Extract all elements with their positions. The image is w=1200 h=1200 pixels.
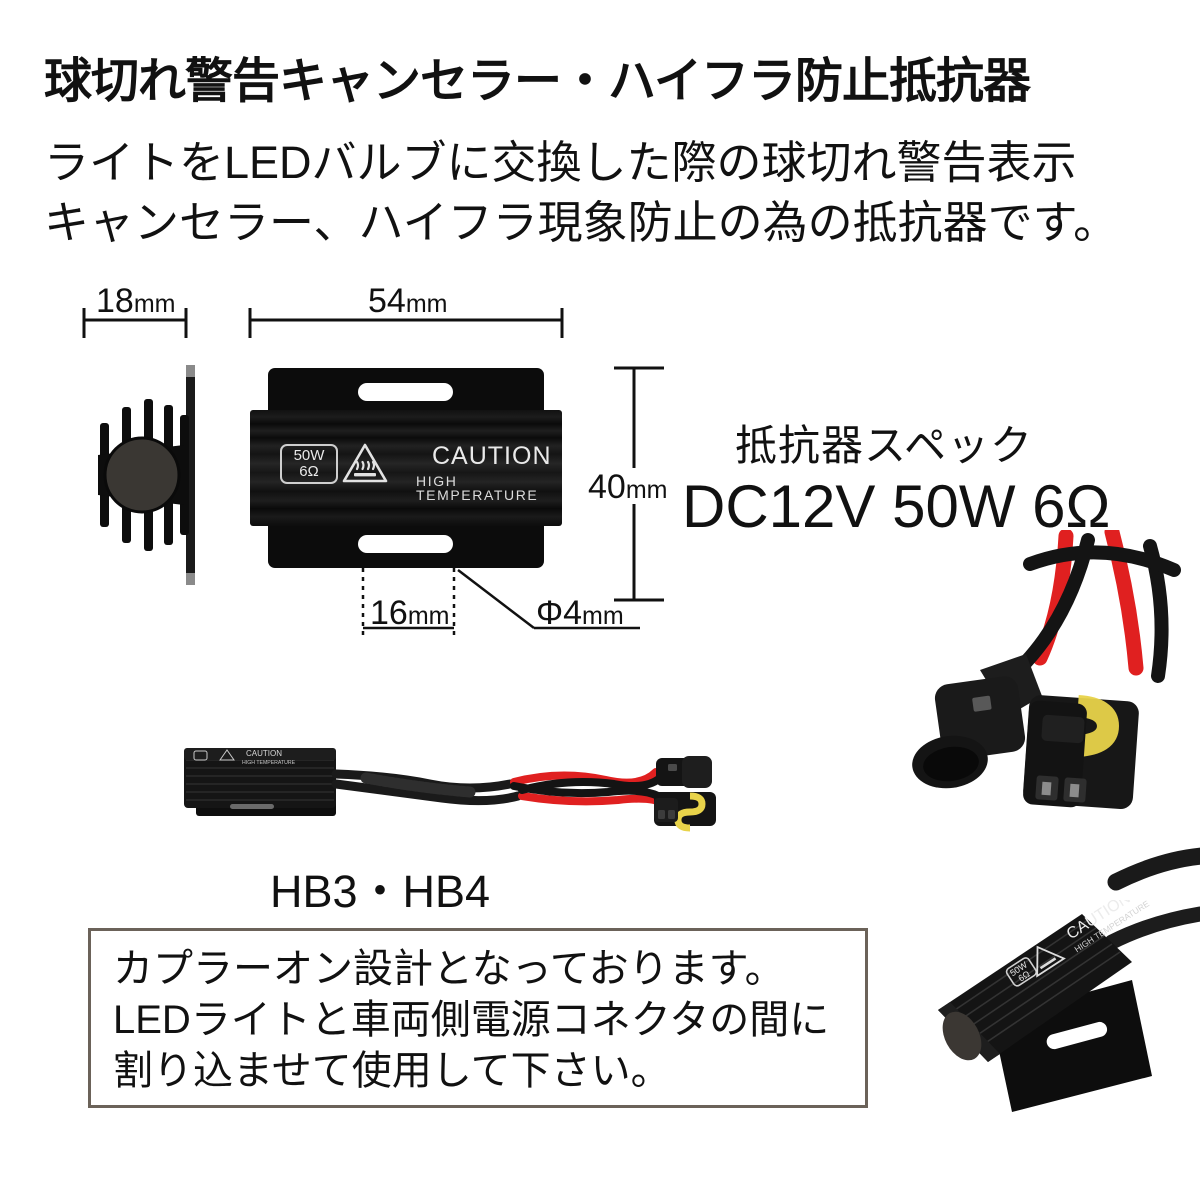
dimension-16mm-label: 16mm [370,594,449,632]
dimension-diagram: 18mm 54mm 40mm 16mm Φ4mm [82,282,667,640]
subtitle-line-1: ライトをLEDバルブに交換した際の球切れ警告表示 [44,137,1077,188]
note-line-1: カプラーオン設計となっております。 [113,947,785,991]
harness-resistor-module: CAUTION HIGH TEMPERATURE [184,748,336,816]
harness-photo: CAUTION HIGH TEMPERATURE [184,748,716,832]
power-rating-badge: 50W 6Ω [280,444,338,484]
dimension-54mm [248,308,564,338]
connector-closeup-photo [912,530,1200,891]
female-connector [1023,695,1139,809]
spec-value: DC12V 50W 6Ω [682,473,1111,540]
dimension-40mm [614,366,664,602]
harness-male-connector [656,756,712,788]
fitment-label: HB3・HB4 [269,866,491,917]
svg-text:HIGH TEMPERATURE: HIGH TEMPERATURE [242,760,296,766]
dimension-hole-leader [457,569,640,630]
resistor-side-view [98,365,195,585]
resistor-body [250,410,562,526]
note-box: カプラーオン設計となっております。 LEDライトと車両側電源コネクタの間に 割り… [88,928,868,1108]
dimension-18mm [82,308,188,338]
dimension-18mm-label: 18mm [96,282,175,320]
resistor-front-view: 50W 6Ω CAUTION HIGH TEMPERATURE [250,368,562,568]
spec-heading: 抵抗器スペック [735,422,1034,469]
mounting-slot-bottom [358,535,453,553]
power-rating-ohm: 6Ω [299,462,319,480]
caution-heading: CAUTION [432,442,552,470]
mounting-slot-top [358,383,453,401]
subtitle-line-2: キャンセラー、ハイフラ現象防止の為の抵抗器です。 [44,197,1119,248]
dimension-16mm [361,568,456,640]
hot-surface-warning-icon [342,443,388,483]
harness-female-connector [654,792,716,832]
dimension-40mm-label: 40mm [588,468,667,506]
page-title: 球切れ警告キャンセラー・ハイフラ防止抵抗器 [44,55,1031,108]
svg-text:CAUTION: CAUTION [246,749,282,758]
caution-subheading: HIGH TEMPERATURE [416,473,539,503]
note-line-2: LEDライトと車両側電源コネクタの間に [113,998,830,1042]
resistor-angled-photo: 50W 6Ω CAUTION HIGH TEMPERATURE [938,900,1200,1112]
dimension-hole-label: Φ4mm [536,594,624,632]
male-connector [912,654,1042,789]
power-rating-watt: 50W [293,447,325,464]
dimension-54mm-label: 54mm [368,282,447,320]
note-line-3: 割り込ませて使用して下さい。 [113,1049,671,1093]
